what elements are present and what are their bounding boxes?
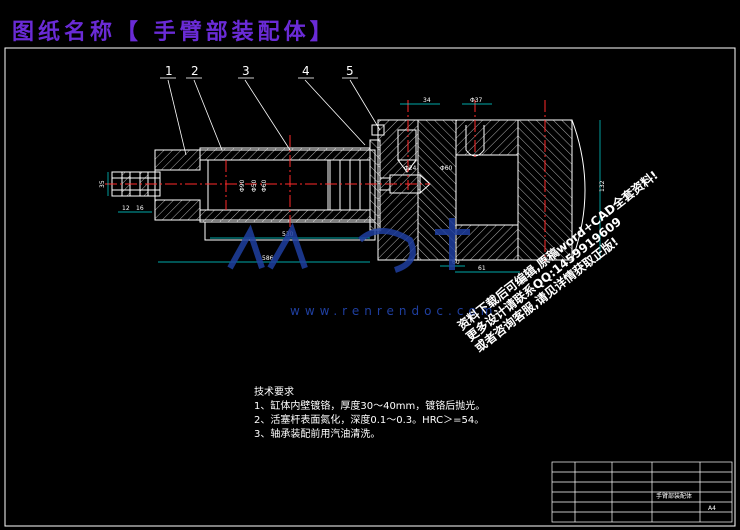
centerlines xyxy=(105,100,546,262)
notes-item-3: 3、轴承装配前用汽油清洗。 xyxy=(254,429,381,440)
dim-16: 16 xyxy=(136,205,144,212)
dim-34: 34 xyxy=(423,97,431,104)
dim-phi37: Φ37 xyxy=(470,97,483,104)
dim-61: 61 xyxy=(478,265,486,272)
dim-phi90: Φ90 xyxy=(239,179,246,192)
dim-132: 132 xyxy=(599,180,606,192)
part-label-4: 4 xyxy=(302,64,310,78)
dim-phi60: Φ60 xyxy=(261,179,268,192)
technical-notes: 技术要求 1、缸体内壁镀铬，厚度30～40mm，镀铬后抛光。 2、活塞杆表面氮化… xyxy=(254,386,485,442)
title-block xyxy=(551,461,733,523)
watermark-url: www.renrendoc.com xyxy=(290,304,498,318)
dim-phi50: Φ50 xyxy=(251,179,258,192)
drawing-title: 图纸名称【 手臂部装配体】 xyxy=(12,19,336,45)
part-label-1: 1 xyxy=(165,64,173,78)
watermark-logo xyxy=(227,218,470,273)
part-label-3: 3 xyxy=(242,64,250,78)
title-block-name: 手臂部装配体 xyxy=(656,492,692,500)
drawing-border xyxy=(4,47,736,527)
notes-item-2: 2、活塞杆表面氮化，深度0.1～0.3。HRC＞=54。 xyxy=(254,415,485,426)
title-block-sheet: A4 xyxy=(708,505,716,512)
part-label-5: 5 xyxy=(346,64,354,78)
notes-heading: 技术要求 xyxy=(254,387,294,398)
dim-phi24: Φ24 xyxy=(404,165,417,172)
dim-35: 35 xyxy=(99,180,106,188)
part-label-2: 2 xyxy=(191,64,199,78)
leader-lines xyxy=(160,77,381,156)
dim-12: 12 xyxy=(122,205,130,212)
dim-586: 586 xyxy=(262,255,274,262)
dim-60: 60 xyxy=(452,259,460,266)
notes-item-1: 1、缸体内壁镀铬，厚度30～40mm，镀铬后抛光。 xyxy=(254,401,486,412)
cylinder-body xyxy=(154,139,381,241)
dim-phi60b: Φ60 xyxy=(440,165,453,172)
